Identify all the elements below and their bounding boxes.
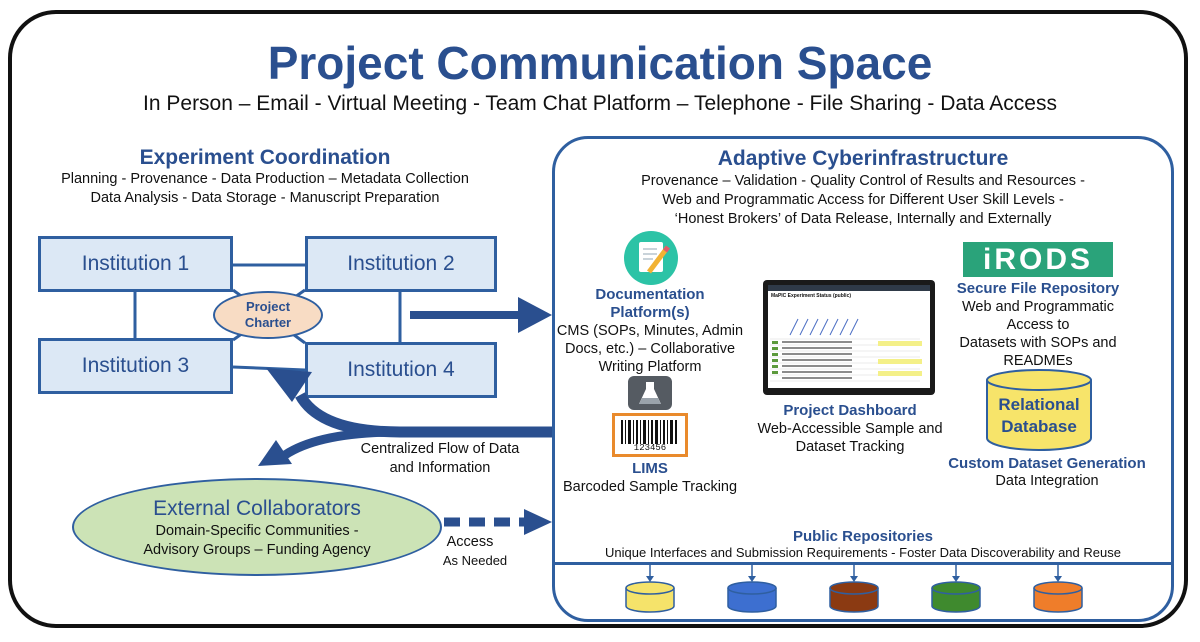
institution-3: Institution 3 xyxy=(38,338,233,394)
irods-title: Secure File Repository xyxy=(956,280,1120,297)
documentation-desc1: CMS (SOPs, Minutes, Admin xyxy=(556,323,744,339)
dashboard-screen: MaPIC Experiment Status (public) xyxy=(768,285,930,388)
lims-title: LIMS xyxy=(632,460,668,477)
flow-arrow-up-body xyxy=(295,392,552,438)
external-collaborators-ellipse xyxy=(72,478,442,576)
custom-dataset-desc: Data Integration xyxy=(995,473,1099,489)
flask-icon xyxy=(628,376,672,410)
cyber-line3: ‘Honest Brokers’ of Data Release, Intern… xyxy=(674,211,1052,227)
public-repos-title: Public Repositories xyxy=(792,528,934,545)
communication-space-frame xyxy=(8,10,1188,628)
barcode-icon xyxy=(612,413,688,457)
arrow-to-cyber-head xyxy=(518,297,552,333)
charter-line1: Project xyxy=(245,299,291,314)
relational-line2: Database xyxy=(1001,417,1077,436)
public-repos-divider xyxy=(555,562,1171,565)
page-subtitle: In Person – Email - Virtual Meeting - Te… xyxy=(143,92,1057,115)
flow-label-1: Centralized Flow of Data xyxy=(360,441,520,457)
public-repo-2 xyxy=(727,564,777,613)
cyberinfrastructure-box xyxy=(552,136,1174,622)
documentation-desc3: Writing Platform xyxy=(598,359,702,375)
documentation-desc2: Docs, etc.) – Collaborative xyxy=(564,341,736,357)
irods-logo-text: iRODS xyxy=(982,242,1093,276)
barcode-number: 123456 xyxy=(633,443,667,453)
public-repos-desc: Unique Interfaces and Submission Require… xyxy=(605,545,1121,560)
access-label-sub: As Needed xyxy=(442,553,508,568)
coordination-line2: Data Analysis - Data Storage - Manuscrip… xyxy=(90,190,440,206)
external-line1: Domain-Specific Communities - xyxy=(155,523,359,539)
dashboard-topbar xyxy=(768,285,930,291)
external-line2: Advisory Groups – Funding Agency xyxy=(143,542,371,558)
flow-arrow-down-body xyxy=(282,427,401,459)
coordination-heading: Experiment Coordination xyxy=(139,146,391,169)
coordination-line1: Planning - Provenance - Data Production … xyxy=(61,171,469,187)
public-repo-1 xyxy=(625,564,675,613)
irods-desc2: Access to xyxy=(1006,317,1070,333)
public-repos-svg xyxy=(625,564,1083,613)
institution-4: Institution 4 xyxy=(305,342,497,398)
dashboard-screen-title: MaPIC Experiment Status (public) xyxy=(771,293,852,299)
documentation-title2: Platform(s) xyxy=(610,304,690,321)
irods-desc4: READMEs xyxy=(1003,353,1073,369)
cyber-heading: Adaptive Cyberinfrastructure xyxy=(717,147,1009,170)
irods-logo: iRODS xyxy=(963,242,1113,277)
charter-line2: Charter xyxy=(244,315,292,330)
flow-arrow-down-head xyxy=(258,440,292,466)
relational-database-cylinder xyxy=(986,369,1092,451)
documentation-icon xyxy=(624,231,678,285)
lims-desc: Barcoded Sample Tracking xyxy=(562,479,738,495)
access-arrow-head xyxy=(524,509,552,535)
relational-line1: Relational xyxy=(998,395,1080,414)
documentation-title1: Documentation xyxy=(595,286,705,303)
public-repo-5 xyxy=(1033,564,1083,613)
irods-desc1: Web and Programmatic xyxy=(961,299,1115,315)
page-title: Project Communication Space xyxy=(267,37,933,89)
cyber-line2: Web and Programmatic Access for Differen… xyxy=(662,192,1064,208)
dashboard-table xyxy=(770,318,922,382)
arrow-to-cyber-shaft xyxy=(410,311,520,319)
access-label: Access xyxy=(446,534,494,550)
public-repo-3 xyxy=(829,564,879,613)
institution-1: Institution 1 xyxy=(38,236,233,292)
flow-arrow-up-head xyxy=(266,368,312,402)
public-repo-4 xyxy=(931,564,981,613)
cyber-line1: Provenance – Validation - Quality Contro… xyxy=(641,173,1085,189)
dashboard-desc2: Dataset Tracking xyxy=(795,439,905,455)
flow-label-2: and Information xyxy=(389,460,491,476)
irods-desc3: Datasets with SOPs and xyxy=(959,335,1117,351)
custom-dataset-title: Custom Dataset Generation xyxy=(948,455,1146,472)
dashboard-monitor: MaPIC Experiment Status (public) xyxy=(763,280,935,395)
institution-2: Institution 2 xyxy=(305,236,497,292)
external-heading: External Collaborators xyxy=(153,497,361,520)
dashboard-desc1: Web-Accessible Sample and xyxy=(757,421,943,437)
project-charter: Project Charter xyxy=(213,291,323,339)
dashboard-title: Project Dashboard xyxy=(783,402,917,419)
